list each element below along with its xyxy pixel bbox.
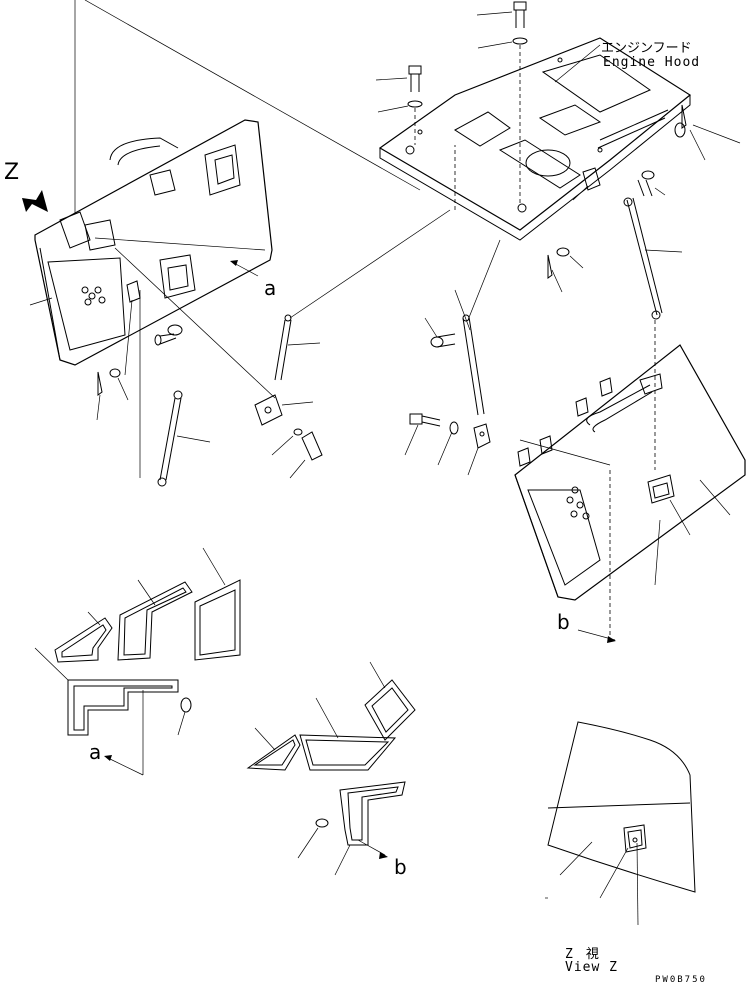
ref-label-b-bottom: b xyxy=(394,855,407,879)
bolt-part xyxy=(476,1,527,28)
gasket-part xyxy=(117,579,193,661)
gas-spring-right xyxy=(572,167,683,320)
plug-part xyxy=(177,697,192,736)
bolt-part xyxy=(154,324,183,346)
gasket-part xyxy=(194,547,241,661)
bolt-part xyxy=(289,431,323,479)
view-z-label-en: View Z xyxy=(565,960,618,975)
gasket-part xyxy=(334,781,406,876)
pin-part xyxy=(424,317,456,348)
gasket-part xyxy=(54,611,113,663)
washer-part xyxy=(377,100,423,113)
washer-part xyxy=(477,37,528,49)
right-side-cover xyxy=(514,344,746,601)
pin-part xyxy=(674,104,741,161)
gas-spring-center xyxy=(454,239,501,416)
gasket-part xyxy=(34,647,179,736)
gas-spring-mid xyxy=(274,314,321,381)
washer-part xyxy=(556,247,584,269)
leader-line xyxy=(84,0,421,191)
pin-part xyxy=(547,254,563,293)
ref-label-a-top: a xyxy=(264,276,277,300)
view-z-detail xyxy=(545,721,696,926)
bolt-part xyxy=(637,170,666,197)
leader-line xyxy=(519,439,611,466)
z-marker-label: Z xyxy=(4,160,20,185)
view-z-label-jp: Z 視 xyxy=(565,947,599,962)
view-arrow-icon xyxy=(22,190,48,212)
ref-arrow-a-lower xyxy=(104,755,144,776)
bracket-part xyxy=(254,394,314,426)
bolt-part xyxy=(404,413,441,456)
ref-arrow-b-lower xyxy=(357,839,388,859)
engine-hood-label-en: Engine Hood xyxy=(603,55,701,70)
leader-line xyxy=(554,44,601,83)
gasket-part xyxy=(246,727,301,771)
ref-label-b-right: b xyxy=(557,610,570,634)
ref-arrow-b xyxy=(577,629,616,643)
leader-line xyxy=(114,247,276,399)
bolt-part xyxy=(375,65,422,92)
leader-line xyxy=(289,209,451,319)
ref-arrow-a xyxy=(230,260,259,277)
gasket-part xyxy=(299,697,397,771)
washer-part xyxy=(271,428,303,456)
engine-hood-label-jp: エンジンフード xyxy=(601,41,692,56)
washer-part xyxy=(109,368,129,401)
bracket-part xyxy=(467,423,491,476)
washer-part xyxy=(437,421,459,466)
drawing-code: PW0B750 xyxy=(655,975,707,985)
pin-part xyxy=(96,371,103,421)
left-side-cover xyxy=(29,119,273,366)
gas-spring-left xyxy=(139,290,211,487)
gasket-part xyxy=(364,661,416,741)
ref-label-a-bottom: a xyxy=(89,740,102,764)
plug-part xyxy=(297,818,329,859)
